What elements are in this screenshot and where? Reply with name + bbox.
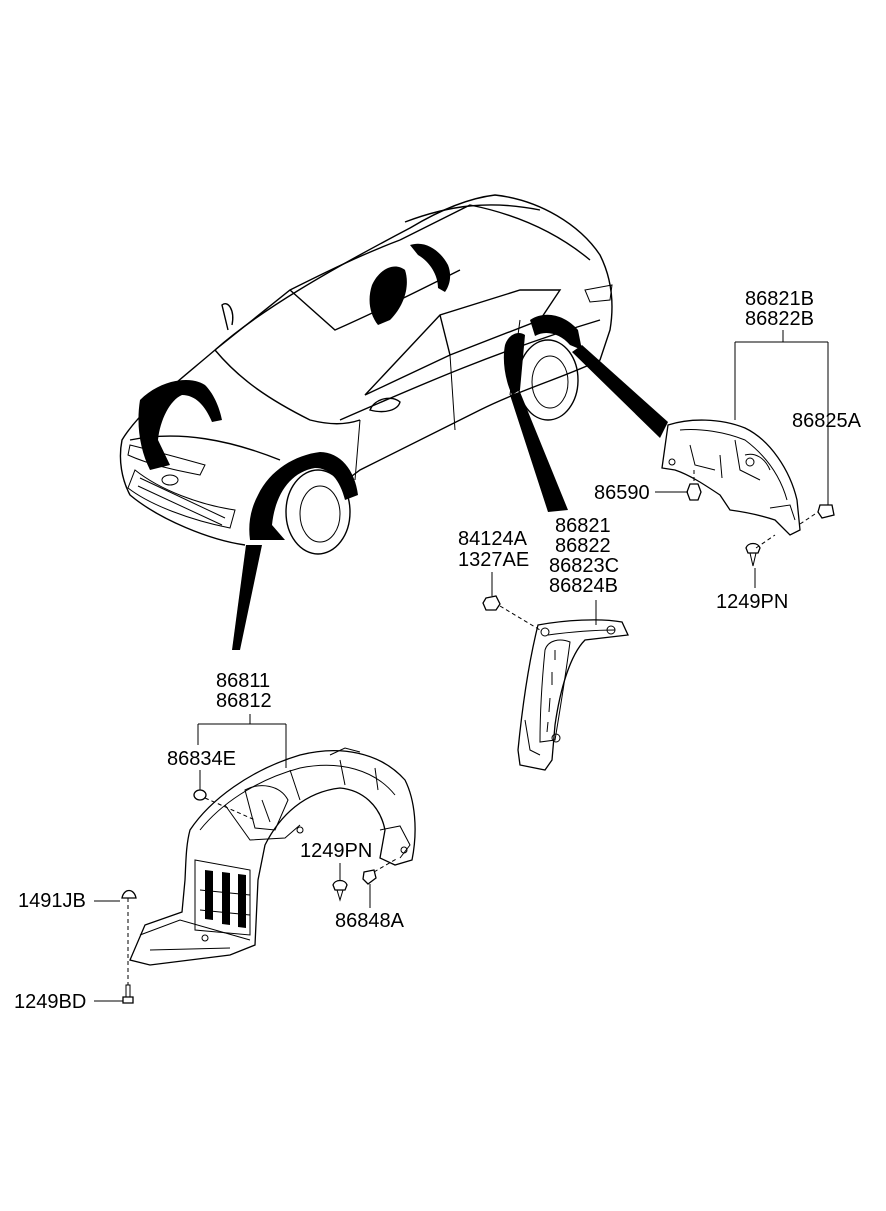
car-illustration (119, 194, 668, 650)
label-1249PN-rear: 1249PN (716, 591, 789, 613)
front-wheel-liner (121, 747, 416, 1004)
label-86812: 86812 (216, 690, 272, 712)
label-86822B: 86822B (745, 308, 814, 330)
mid-wheel-liner (482, 595, 629, 771)
label-86821: 86821 (555, 515, 611, 537)
label-86590: 86590 (594, 482, 650, 504)
label-84124A: 84124A (458, 528, 527, 550)
label-86848A: 86848A (335, 910, 404, 932)
label-1249BD: 1249BD (14, 991, 87, 1013)
rear-wheel-liner (661, 419, 835, 567)
label-1249PN-front: 1249PN (300, 840, 373, 862)
label-86823C: 86823C (549, 555, 620, 577)
label-1327AE: 1327AE (458, 549, 530, 571)
leader-lines (94, 330, 829, 1002)
label-86822: 86822 (555, 535, 611, 557)
label-86825A: 86825A (792, 410, 861, 432)
label-1491JB: 1491JB (18, 890, 86, 912)
label-86811: 86811 (216, 670, 271, 692)
label-86834E: 86834E (167, 748, 236, 770)
label-86821B: 86821B (745, 288, 814, 310)
label-86824B: 86824B (549, 575, 618, 597)
